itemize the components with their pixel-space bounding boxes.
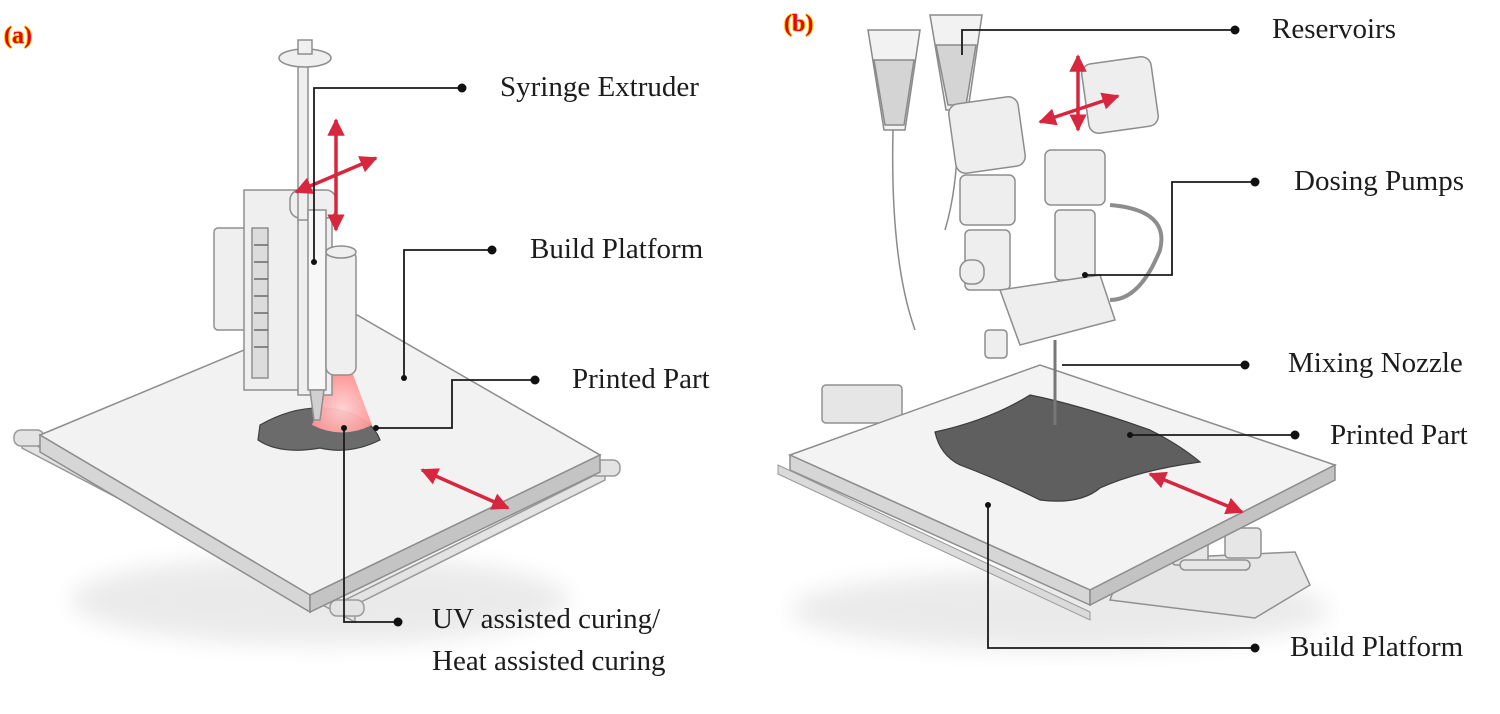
motion-arrows-b (1038, 54, 1244, 515)
dosing-pumps-body (948, 56, 1164, 359)
panel-a-letter: (a) (4, 23, 32, 49)
panel-b-printer (777, 14, 1337, 653)
extruder-frame (213, 39, 357, 421)
leader-dots-a (311, 83, 540, 627)
label-build-platform-b: Build Platform (1290, 631, 1464, 663)
label-printed-part-b: Printed Part (1330, 419, 1468, 451)
label-reservoirs: Reservoirs (1272, 13, 1397, 45)
label-curing-line1: UV assisted curing/ (432, 603, 661, 635)
label-mixing-nozzle: Mixing Nozzle (1288, 347, 1463, 379)
panel-a-printer (13, 39, 621, 645)
label-build-platform-a: Build Platform (530, 233, 704, 265)
label-curing-line2: Heat assisted curing (432, 645, 666, 677)
leader-dots-b (985, 25, 1300, 653)
printed-part-b (934, 394, 1202, 502)
leader-lines-b (961, 29, 1295, 649)
leader-lines-a (313, 87, 535, 623)
panel-b-letter: (b) (784, 11, 814, 37)
label-printed-part-a: Printed Part (572, 363, 710, 395)
reservoir-bags (867, 14, 983, 331)
motion-arrows-a (294, 118, 510, 510)
label-syringe-extruder: Syringe Extruder (500, 71, 699, 103)
label-dosing-pumps: Dosing Pumps (1294, 165, 1465, 197)
